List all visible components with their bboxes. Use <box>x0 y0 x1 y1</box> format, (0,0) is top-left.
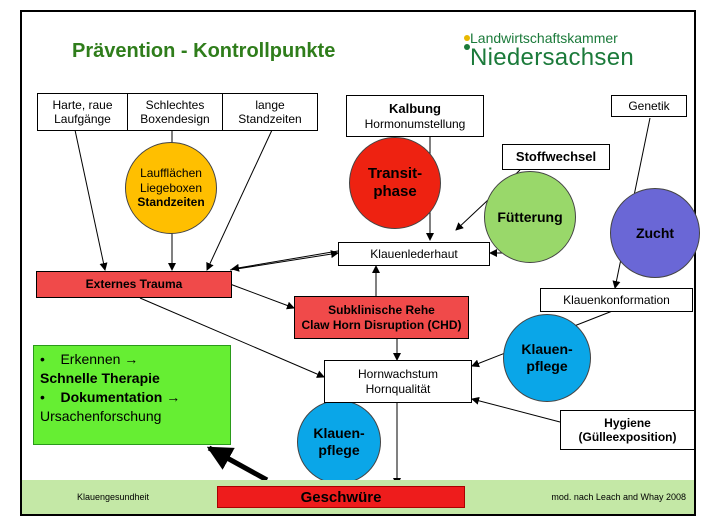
arrow <box>74 129 108 271</box>
arrow <box>471 396 561 423</box>
box-standzeiten: lange Standzeiten <box>222 93 318 131</box>
box-line: Laufgänge <box>54 112 111 126</box>
action-line-1: • Erkennen → <box>40 351 139 367</box>
circle-zucht: Zucht <box>610 188 700 278</box>
action-box: • Erkennen → Schnelle Therapie • Dokumen… <box>33 345 231 445</box>
circle-laufflaechen: Laufflächen Liegeboxen Standzeiten <box>125 142 217 234</box>
circle-klauenpflege-right: Klauen- pflege <box>503 314 591 402</box>
circle-line: pflege <box>318 442 360 458</box>
logo-line1: Landwirtschaftskammer <box>470 30 618 46</box>
action-line-3: • Dokumentation → <box>40 388 181 405</box>
circle-line: Transit- <box>367 165 423 182</box>
logo-line2: Niedersachsen <box>470 44 634 71</box>
klauenkonformation-label: Klauenkonformation <box>563 292 670 307</box>
box-boxendesign: Schlechtes Boxendesign <box>127 93 223 131</box>
logo: Landwirtschaftskammer Niedersachsen <box>470 30 634 72</box>
geschwuere-label: Geschwüre <box>300 488 382 506</box>
circle-line: pflege <box>526 358 568 374</box>
arrow <box>139 297 325 378</box>
action-bullet-2: Dokumentation <box>60 388 163 405</box>
kalbung-sub: Hormonumstellung <box>364 116 466 131</box>
circle-transitphase: Transit- phase <box>349 137 441 229</box>
kalbung-title: Kalbung <box>389 101 441 116</box>
footer-right: mod. nach Leach and Whay 2008 <box>551 492 686 502</box>
arrow <box>229 250 339 271</box>
hornwachstum-line: Hornwachstum <box>357 367 439 382</box>
action-line-2: Schnelle Therapie <box>40 369 160 386</box>
footer-left: Klauengesundheit <box>77 492 150 502</box>
circle-line: Liegeboxen <box>139 180 203 195</box>
box-line: Harte, raue <box>52 97 113 112</box>
stoffwechsel-label: Stoffwechsel <box>515 149 597 165</box>
box-harte-laufgaenge: Harte, raue Laufgänge <box>37 93 128 131</box>
box-klauenkonformation: Klauenkonformation <box>540 288 693 312</box>
circle-line: Klauen- <box>521 341 573 358</box>
arrow <box>229 283 295 310</box>
circle-line: Laufflächen <box>140 166 202 181</box>
thick-arrow <box>206 445 269 483</box>
footer-bar: Klauengesundheit Geschwüre mod. nach Lea… <box>22 480 694 514</box>
arrow <box>231 250 339 272</box>
action-line-4: Ursachenforschung <box>40 407 162 424</box>
box-line: Schlechtes <box>145 97 205 112</box>
circle-line: Klauen- <box>313 425 365 442</box>
externes-trauma-label: Externes Trauma <box>85 277 183 292</box>
arrow-right-icon: → <box>166 388 181 405</box>
box-subklinische-rehe: Subklinische Rehe Claw Horn Disruption (… <box>294 296 469 339</box>
hygiene-line: Hygiene <box>604 415 651 430</box>
hygiene-line: (Gülleexposition) <box>578 430 677 444</box>
logo-mark-icon <box>464 35 470 50</box>
circle-label: Fütterung <box>497 208 563 225</box>
slide-title: Prävention - Kontrollpunkte <box>72 40 336 62</box>
hornwachstum-line: Hornqualität <box>365 381 431 396</box>
box-klauenlederhaut: Klauenlederhaut <box>338 242 490 266</box>
circle-klauenpflege-bottom: Klauen- pflege <box>297 400 381 484</box>
box-genetik: Genetik <box>611 95 687 117</box>
circle-fuetterung: Fütterung <box>484 171 576 263</box>
circle-line-bold: Standzeiten <box>137 195 205 210</box>
box-line: Standzeiten <box>238 112 302 126</box>
circle-line: phase <box>373 183 417 200</box>
box-line: lange <box>255 97 285 112</box>
box-kalbung: Kalbung Hormonumstellung <box>346 95 484 137</box>
action-bullet-1: Erkennen <box>60 351 121 367</box>
box-externes-trauma: Externes Trauma <box>36 271 232 298</box>
arrow-right-icon: → <box>124 351 139 367</box>
subklinisch-line: Claw Horn Disruption (CHD) <box>301 317 462 332</box>
subklinisch-line: Subklinische Rehe <box>328 303 435 318</box>
box-stoffwechsel: Stoffwechsel <box>502 144 610 170</box>
circle-label: Zucht <box>635 224 675 241</box>
arrow <box>206 129 273 271</box>
genetik-label: Genetik <box>628 98 670 113</box>
box-geschwuere: Geschwüre <box>217 486 465 508</box>
box-line: Boxendesign <box>140 112 210 126</box>
box-hornwachstum: Hornwachstum Hornqualität <box>324 360 472 403</box>
klauenlederhaut-label: Klauenlederhaut <box>370 246 458 261</box>
box-hygiene: Hygiene (Gülleexposition) <box>560 410 695 450</box>
